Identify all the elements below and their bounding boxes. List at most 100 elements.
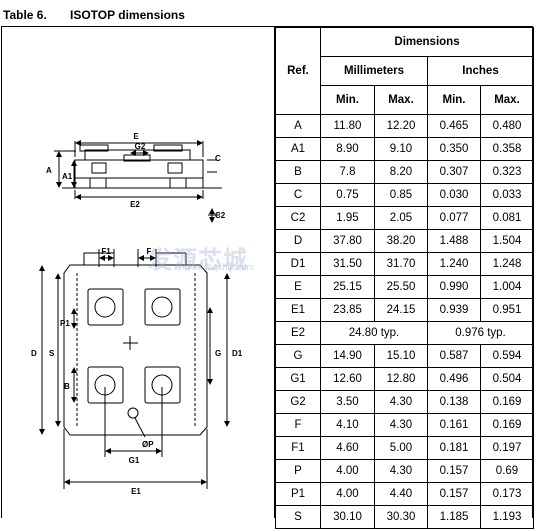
cell-mm-min: 11.80 — [320, 114, 375, 138]
cell-mm-min: 31.50 — [320, 252, 375, 276]
cell-in-min: 0.157 — [427, 459, 481, 483]
cell-in-min: 0.030 — [427, 183, 481, 207]
cell-in-max: 0.594 — [480, 344, 534, 368]
cell-mm-max: 2.05 — [374, 206, 428, 230]
package-drawing: E G2 C C2 E2 A A1 F1 F D S P1 B G D1 ØP … — [2, 27, 275, 518]
cell-mm-max: 12.80 — [374, 367, 428, 391]
top-view — [39, 249, 230, 489]
cell-mm-min: 14.90 — [320, 344, 375, 368]
cell-mm-max: 31.70 — [374, 252, 428, 276]
dim-label-g2: G2 — [135, 142, 146, 151]
cell-in-max: 0.504 — [480, 367, 534, 391]
cell-in-max: 0.323 — [480, 160, 534, 184]
cell-in-min: 1.240 — [427, 252, 481, 276]
header-millimeters: Millimeters — [320, 56, 428, 86]
header-in-max: Max. — [480, 85, 534, 115]
cell-in-max: 1.504 — [480, 229, 534, 253]
cell-ref: P1 — [275, 482, 321, 506]
cell-ref: P — [275, 459, 321, 483]
cell-in-min: 0.138 — [427, 390, 481, 414]
cell-in-min: 0.181 — [427, 436, 481, 460]
cell-in-max: 1.193 — [480, 505, 534, 529]
cell-ref: S — [275, 505, 321, 529]
table-caption: Table 6.ISOTOP dimensions — [3, 8, 185, 22]
dim-label-p1: P1 — [60, 319, 70, 328]
cell-in-max: 0.69 — [480, 459, 534, 483]
cell-mm-max: 25.50 — [374, 275, 428, 299]
cell-in-typ: 0.976 typ. — [427, 321, 534, 345]
watermark-url: www.fhqchip.com — [184, 262, 255, 272]
cell-ref: E1 — [275, 298, 321, 322]
cell-ref: D1 — [275, 252, 321, 276]
cell-mm-max: 8.20 — [374, 160, 428, 184]
cell-ref: C2 — [275, 206, 321, 230]
cell-ref: F1 — [275, 436, 321, 460]
cell-mm-min: 8.90 — [320, 137, 375, 161]
cell-in-max: 0.173 — [480, 482, 534, 506]
cell-mm-max: 9.10 — [374, 137, 428, 161]
cell-mm-min: 0.75 — [320, 183, 375, 207]
cell-mm-min: 4.00 — [320, 482, 375, 506]
dim-label-f: F — [147, 247, 152, 256]
cell-mm-min: 7.8 — [320, 160, 375, 184]
cell-in-min: 1.488 — [427, 229, 481, 253]
cell-ref: A — [275, 114, 321, 138]
cell-in-min: 0.161 — [427, 413, 481, 437]
cell-mm-max: 24.15 — [374, 298, 428, 322]
cell-ref: D — [275, 229, 321, 253]
cell-in-min: 0.496 — [427, 367, 481, 391]
cell-mm-min: 37.80 — [320, 229, 375, 253]
header-dimensions: Dimensions — [320, 27, 534, 57]
cell-in-max: 1.004 — [480, 275, 534, 299]
cell-ref: E — [275, 275, 321, 299]
cell-ref: F — [275, 413, 321, 437]
dim-label-c: C — [215, 154, 221, 163]
dim-label-g: G — [215, 349, 221, 358]
cell-mm-max: 0.85 — [374, 183, 428, 207]
dim-label-g1: G1 — [129, 456, 140, 465]
cell-in-max: 1.248 — [480, 252, 534, 276]
cell-in-max: 0.033 — [480, 183, 534, 207]
cell-ref: C — [275, 183, 321, 207]
dim-label-s: S — [49, 349, 55, 358]
cell-mm-max: 4.30 — [374, 459, 428, 483]
cell-in-min: 0.465 — [427, 114, 481, 138]
cell-mm-max: 12.20 — [374, 114, 428, 138]
side-view — [54, 140, 222, 223]
cell-mm-typ: 24.80 typ. — [320, 321, 428, 345]
cell-mm-max: 5.00 — [374, 436, 428, 460]
cell-mm-max: 15.10 — [374, 344, 428, 368]
cell-in-min: 0.990 — [427, 275, 481, 299]
cell-in-max: 0.197 — [480, 436, 534, 460]
cell-mm-max: 4.40 — [374, 482, 428, 506]
cell-mm-min: 25.15 — [320, 275, 375, 299]
cell-ref: G — [275, 344, 321, 368]
dim-label-e: E — [133, 132, 139, 141]
cell-mm-min: 3.50 — [320, 390, 375, 414]
cell-ref: G1 — [275, 367, 321, 391]
dim-label-a: A — [46, 166, 52, 175]
cell-in-max: 0.169 — [480, 390, 534, 414]
header-ref: Ref. — [275, 27, 321, 115]
cell-mm-max: 38.20 — [374, 229, 428, 253]
cell-in-min: 0.157 — [427, 482, 481, 506]
dimensions-table: Ref. Dimensions Millimeters Inches Min. … — [275, 27, 534, 529]
header-inches: Inches — [427, 56, 534, 86]
table-number: Table 6. — [3, 8, 47, 22]
cell-in-min: 0.587 — [427, 344, 481, 368]
